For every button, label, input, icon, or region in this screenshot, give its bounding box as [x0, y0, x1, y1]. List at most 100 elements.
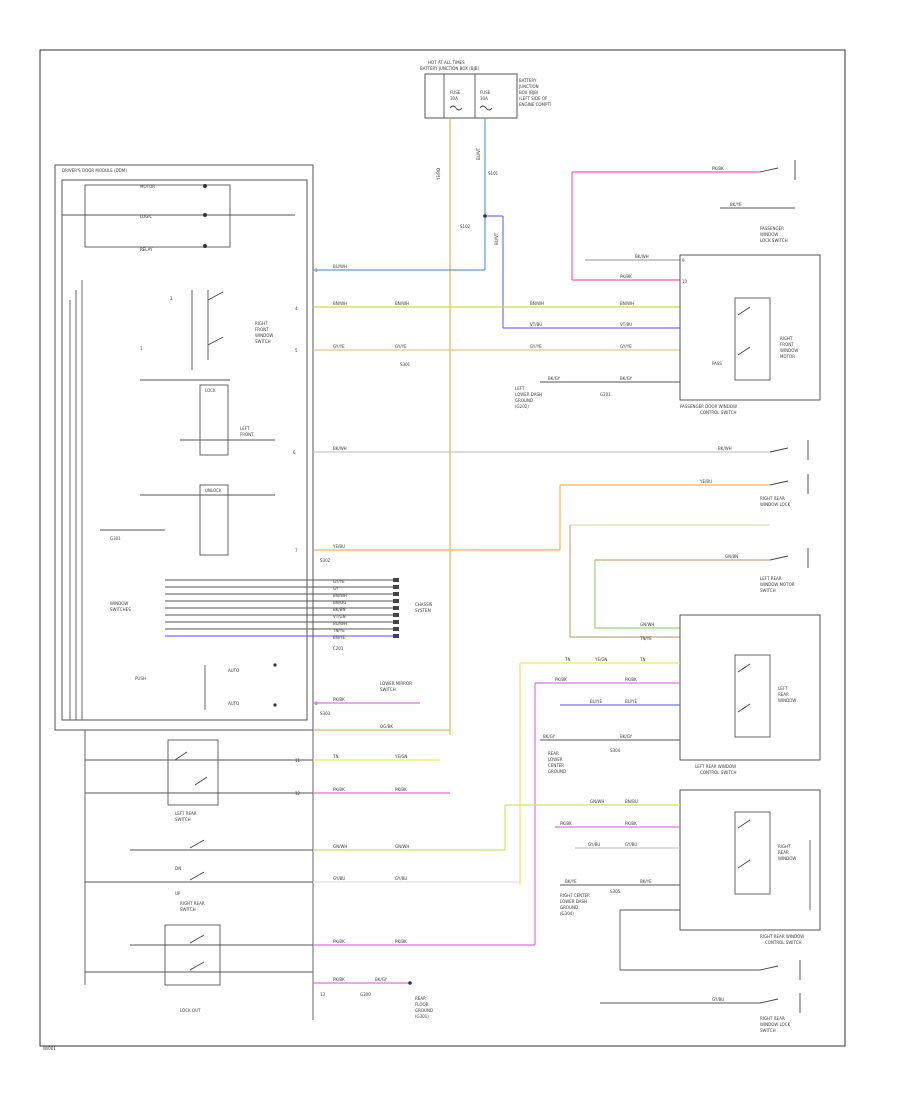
svg-text:BK/WH: BK/WH	[635, 254, 649, 259]
svg-text:4: 4	[295, 306, 298, 311]
right-front-switch-symbol	[207, 291, 224, 346]
svg-text:FLOOR: FLOOR	[415, 1002, 429, 1007]
svg-text:LEFT REAR: LEFT REAR	[760, 576, 782, 581]
svg-text:GROUND: GROUND	[515, 398, 533, 403]
svg-text:WINDOW LOCK: WINDOW LOCK	[760, 1022, 791, 1027]
svg-text:LOGIC: LOGIC	[140, 214, 153, 219]
svg-text:UP: UP	[175, 891, 181, 896]
svg-text:7: 7	[295, 548, 298, 553]
svg-text:VT/BU: VT/BU	[530, 322, 542, 327]
svg-text:BN/BU: BN/BU	[625, 799, 638, 804]
svg-text:TN: TN	[564, 657, 570, 662]
svg-text:JUNCTION: JUNCTION	[518, 84, 539, 89]
svg-text:LOCK: LOCK	[205, 388, 216, 393]
svg-text:YE/BU: YE/BU	[332, 544, 345, 549]
svg-text:AUTO: AUTO	[228, 701, 239, 706]
fuse-a-symbol	[449, 105, 463, 111]
rear-switches-left: LEFT REAR SWITCH 11 12 UP DN RIGHT REAR …	[84, 730, 313, 1013]
svg-text:FRONT: FRONT	[780, 342, 794, 347]
svg-text:BU/YE: BU/YE	[590, 699, 602, 704]
svg-text:RIGHT REAR: RIGHT REAR	[180, 901, 205, 906]
svg-text:13: 13	[320, 992, 326, 997]
svg-text:CHASSIS: CHASSIS	[415, 602, 433, 607]
svg-text:CENTER: CENTER	[548, 763, 564, 768]
svg-text:(G301): (G301)	[415, 1014, 429, 1019]
svg-text:PK/BK: PK/BK	[625, 677, 637, 682]
svg-text:BK/WH: BK/WH	[718, 446, 732, 451]
svg-text:GY/YE: GY/YE	[333, 579, 345, 584]
svg-text:GY/YE: GY/YE	[333, 344, 345, 349]
svg-text:1: 1	[140, 346, 143, 351]
svg-text:BK/WH: BK/WH	[333, 446, 347, 451]
svg-text:PK/BK: PK/BK	[333, 939, 345, 944]
svg-text:REAR: REAR	[415, 996, 426, 1001]
svg-text:6: 6	[293, 450, 296, 455]
svg-text:MOTOR: MOTOR	[140, 184, 155, 189]
svg-text:WINDOW: WINDOW	[255, 333, 273, 338]
svg-text:LOWER MIRROR: LOWER MIRROR	[380, 681, 412, 686]
rear-switch-group: RIGHT REAR WINDOW LOCK GN/BN GN/WH TN/YE…	[569, 440, 809, 641]
svg-text:BK/YE: BK/YE	[730, 202, 742, 207]
svg-text:10: 10	[682, 279, 688, 284]
svg-text:LEFT REAR WINDOW: LEFT REAR WINDOW	[695, 764, 736, 769]
svg-text:RIGHT CENTER: RIGHT CENTER	[560, 893, 590, 898]
svg-text:BK/GY: BK/GY	[620, 376, 633, 381]
svg-text:TN/YE: TN/YE	[332, 628, 345, 633]
svg-text:(G304): (G304)	[560, 911, 574, 916]
ddm-title: DRIVER'S DOOR MODULE (DDM)	[62, 168, 127, 173]
svg-text:GY: GY	[333, 586, 339, 591]
svg-text:PK/BK: PK/BK	[555, 677, 567, 682]
svg-text:BU/WH: BU/WH	[333, 264, 347, 269]
svg-text:CONTROL SWITCH: CONTROL SWITCH	[700, 410, 737, 415]
svg-text:GN/WH: GN/WH	[640, 622, 654, 627]
fuse-box-outline	[424, 73, 518, 119]
svg-text:TN/YE: TN/YE	[639, 636, 652, 641]
left-rear-window-control: LEFT REAR WINDOW LEFT REAR WINDOW CONTRO…	[519, 614, 821, 945]
svg-text:GY/BU: GY/BU	[333, 876, 345, 881]
svg-text:GN/BN: GN/BN	[725, 554, 738, 559]
svg-text:PK/BK: PK/BK	[395, 939, 407, 944]
svg-text:S305: S305	[610, 889, 621, 894]
svg-text:GROUND: GROUND	[415, 1008, 433, 1013]
svg-text:BU/WH: BU/WH	[333, 621, 347, 626]
svg-text:12: 12	[295, 791, 301, 796]
svg-text:REAR: REAR	[778, 850, 789, 855]
svg-text:BK/GY: BK/GY	[548, 376, 561, 381]
svg-text:LOWER DASH: LOWER DASH	[560, 899, 587, 904]
svg-text:YE/RD: YE/RD	[436, 168, 441, 181]
passenger-module-outline	[679, 254, 821, 401]
passenger-window-lock-switch: PK/BK PK/BK BK/YE PASSENGER WINDOW LOCK …	[571, 160, 796, 281]
svg-text:RIGHT REAR WINDOW: RIGHT REAR WINDOW	[760, 934, 804, 939]
svg-text:SWITCH: SWITCH	[175, 817, 191, 822]
ddm-outline	[54, 164, 314, 731]
svg-text:BU/VT: BU/VT	[476, 147, 481, 160]
svg-text:PASSENGER DOOR WINDOW: PASSENGER DOOR WINDOW	[680, 404, 737, 409]
svg-text:S102: S102	[460, 224, 471, 229]
svg-text:CONTROL SWITCH: CONTROL SWITCH	[700, 770, 737, 775]
svg-text:RIGHT: RIGHT	[780, 336, 793, 341]
svg-text:PK/BK: PK/BK	[333, 977, 345, 982]
svg-text:2: 2	[170, 296, 173, 301]
diagram-frame	[39, 49, 846, 1047]
svg-text:PASSENGER: PASSENGER	[760, 226, 784, 231]
corner-code: W/001	[43, 1046, 56, 1051]
svg-text:OG/BK: OG/BK	[380, 724, 393, 729]
svg-text:FRONT: FRONT	[255, 327, 269, 332]
svg-text:G300: G300	[360, 992, 371, 997]
svg-text:WINDOW: WINDOW	[110, 601, 128, 606]
svg-text:BN/YE: BN/YE	[333, 635, 346, 640]
svg-text:BU/VT: BU/VT	[494, 232, 499, 245]
svg-text:RELAY: RELAY	[140, 247, 153, 252]
svg-text:LEFT: LEFT	[240, 426, 250, 431]
svg-text:GN/WH: GN/WH	[395, 844, 409, 849]
fuse-a-value: 30A	[450, 96, 458, 101]
right-rear-window-control: RIGHT REAR WINDOW RIGHT REAR WINDOW CONT…	[504, 789, 821, 1033]
svg-text:G301: G301	[110, 536, 121, 541]
fuse-box: HOT AT ALL TIMES BATTERY JUNCTION BOX (B…	[420, 60, 552, 119]
svg-text:GROUND: GROUND	[560, 905, 578, 910]
svg-text:BN/WH: BN/WH	[620, 301, 634, 306]
svg-text:PK/BK: PK/BK	[625, 821, 637, 826]
fuse-b-value: 30A	[480, 96, 488, 101]
fuse-a-label: FUSE	[450, 90, 461, 95]
svg-text:UNLOCK: UNLOCK	[205, 488, 222, 493]
